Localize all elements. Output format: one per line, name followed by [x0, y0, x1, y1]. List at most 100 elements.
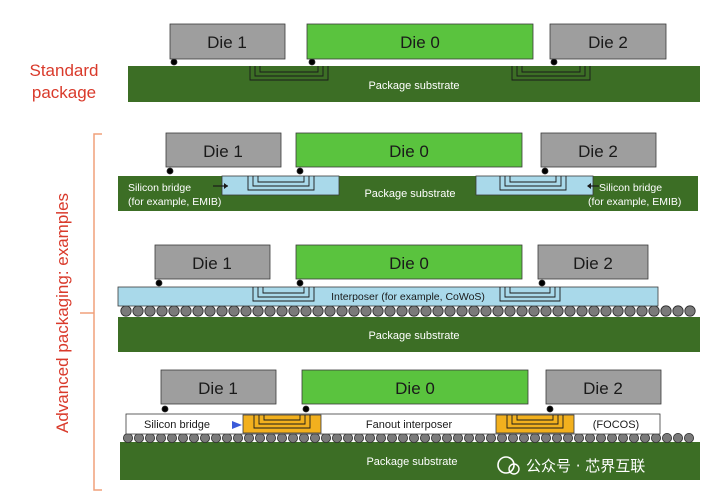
c4-bump: [684, 432, 695, 443]
undefined: [296, 167, 304, 175]
c4-bump: [192, 305, 204, 317]
bridge-left: [221, 175, 340, 196]
c4-bump: [563, 432, 574, 443]
c4-bump: [430, 432, 441, 443]
substrate: [120, 442, 700, 480]
c4-bump: [120, 305, 132, 317]
c4-bump: [444, 305, 456, 317]
undefined: [166, 167, 174, 175]
c4-bump: [576, 305, 588, 317]
interposer-wiring-left: [252, 287, 315, 302]
c4-bump: [660, 305, 672, 317]
c4-bump: [480, 305, 492, 317]
die-2: [540, 132, 657, 168]
c4-bump: [485, 432, 496, 443]
c4-bump: [492, 305, 504, 317]
substrate: [118, 317, 700, 352]
c4-bump: [662, 432, 673, 443]
c4-bump: [360, 305, 372, 317]
c4-bump: [519, 432, 530, 443]
c4-bump: [240, 305, 252, 317]
c4-bump: [516, 305, 528, 317]
row-emib: Package substrate Silicon bridge (for ex…: [118, 132, 698, 211]
c4-bump: [166, 432, 177, 443]
microbumps: [161, 405, 554, 413]
c4-bump: [364, 432, 375, 443]
advanced-bracket: [93, 133, 102, 491]
bridge-left-label-1: Silicon bridge: [128, 182, 191, 194]
c4-bump: [441, 432, 452, 443]
c4-bump: [324, 305, 336, 317]
c4-bump: [624, 305, 636, 317]
bridge-label: Silicon bridge: [144, 419, 210, 431]
undefined: [541, 167, 549, 175]
c4-bump: [419, 432, 430, 443]
c4-bump: [588, 305, 600, 317]
c4-bump: [528, 305, 540, 317]
undefined: [296, 279, 304, 287]
c4-bump: [144, 305, 156, 317]
standard-label-line2: package: [32, 83, 96, 102]
wechat-icon: [497, 456, 515, 474]
c4-bump: [276, 432, 287, 443]
c4-bump: [384, 305, 396, 317]
substrate: [118, 176, 698, 211]
watermark: 公众号 · 芯界互联: [497, 456, 645, 475]
bridge-wiring-right: [506, 415, 564, 429]
undefined: [308, 58, 316, 66]
die-0: [306, 23, 534, 60]
c4-bump: [585, 432, 596, 443]
c4-bump: [651, 432, 662, 443]
c4-bump: [155, 432, 166, 443]
undefined: [550, 58, 558, 66]
bridge-wiring-right: [499, 176, 567, 191]
die-2: [545, 369, 662, 405]
die-0-label: Die 0: [389, 254, 429, 273]
die-0: [301, 369, 529, 405]
die-1-label: Die 1: [203, 142, 243, 161]
c4-bump: [540, 305, 552, 317]
c4-bump: [287, 432, 298, 443]
c4-bump: [684, 305, 696, 317]
microbumps: [155, 279, 546, 287]
undefined: [546, 405, 554, 413]
c4-bump: [432, 305, 444, 317]
bridge-right-label-2: (for example, EMIB): [588, 196, 681, 208]
c4-bumps: [120, 305, 696, 317]
c4-bump: [596, 432, 607, 443]
die-1: [169, 23, 286, 60]
undefined: [155, 279, 163, 287]
c4-bump: [204, 305, 216, 317]
c4-bump: [300, 305, 312, 317]
c4-bump: [216, 305, 228, 317]
c4-bump: [298, 432, 309, 443]
bridge-left-label-2: (for example, EMIB): [128, 196, 221, 208]
c4-bump: [288, 305, 300, 317]
c4-bump: [541, 432, 552, 443]
c4-bump: [353, 432, 364, 443]
c4-bump: [386, 432, 397, 443]
c4-bump: [312, 305, 324, 317]
c4-bump: [564, 305, 576, 317]
die-2: [549, 23, 667, 60]
c4-bump: [640, 432, 651, 443]
die-1: [160, 369, 277, 405]
c4-bump: [177, 432, 188, 443]
row-cowos: Package substrate Interposer (for exampl…: [117, 244, 700, 352]
advanced-label: Advanced packaging: examples: [53, 193, 72, 433]
wiring-left: [249, 66, 329, 81]
c4-bump: [188, 432, 199, 443]
c4-bump: [180, 305, 192, 317]
c4-bump: [252, 305, 264, 317]
die-2-label: Die 2: [583, 379, 623, 398]
die-0-label: Die 0: [389, 142, 429, 161]
undefined: [302, 405, 310, 413]
c4-bump: [232, 432, 243, 443]
c4-bump: [396, 305, 408, 317]
c4-bump: [468, 305, 480, 317]
c4-bump: [397, 432, 408, 443]
undefined: [170, 58, 178, 66]
watermark-text: 公众号 · 芯界互联: [526, 457, 645, 475]
c4-bump: [221, 432, 232, 443]
